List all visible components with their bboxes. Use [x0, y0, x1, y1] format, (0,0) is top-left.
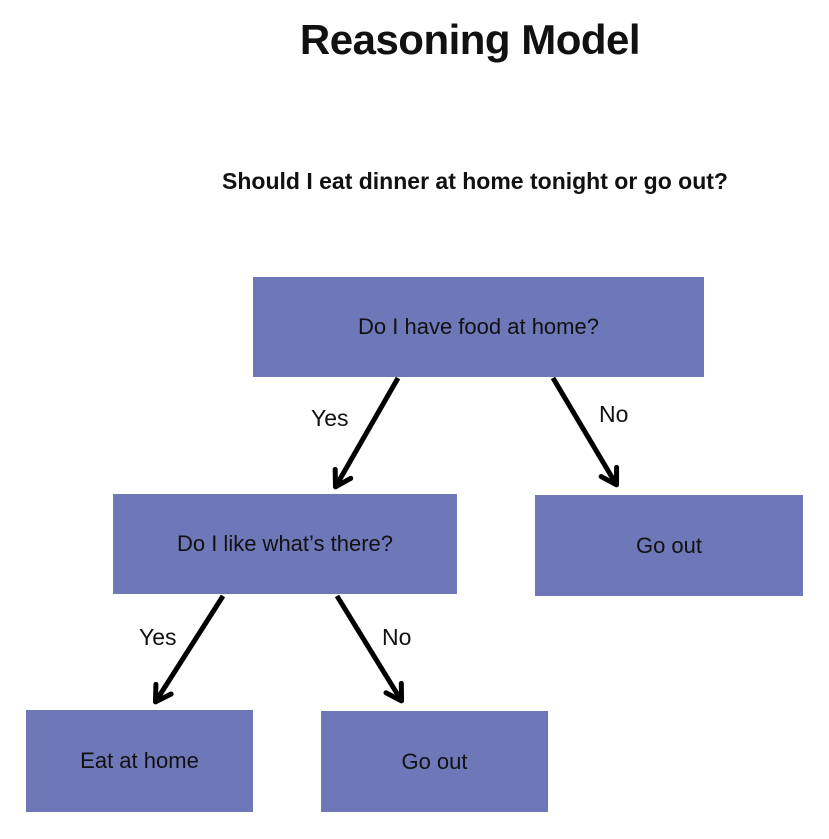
edge-arrow-food-no	[550, 376, 620, 488]
node-do-i-like-whats-there: Do I like what’s there?	[113, 494, 457, 594]
node-eat-at-home: Eat at home	[26, 710, 253, 812]
edge-label-no-top: No	[599, 401, 629, 427]
edge-label-yes-bottom: Yes	[139, 624, 177, 650]
edge-arrow-food-yes	[332, 376, 401, 490]
question-text: Should I eat dinner at home tonight or g…	[222, 168, 728, 194]
edge-label-no-bottom: No	[382, 624, 412, 650]
node-go-out-right: Go out	[535, 495, 803, 596]
page-title: Reasoning Model	[299, 16, 641, 63]
node-go-out-bottom: Go out	[321, 711, 548, 812]
node-do-i-have-food-at-home: Do I have food at home?	[253, 277, 704, 377]
edge-label-yes-top: Yes	[311, 405, 349, 431]
